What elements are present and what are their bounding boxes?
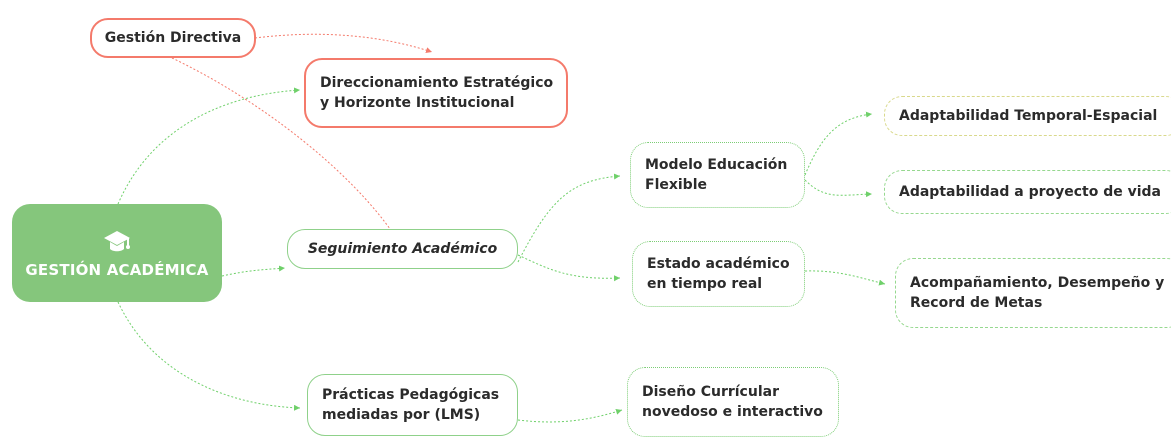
node-label-line-2: y Horizonte Institucional	[320, 95, 515, 111]
node-label-line-2: en tiempo real	[647, 276, 763, 292]
node-diseno-curricular[interactable]: Diseño Currícular novedoso e interactivo	[627, 367, 839, 437]
link-root-practicas	[117, 301, 301, 411]
node-label: Seguimiento Académico	[307, 241, 498, 257]
link-modelo-proyecto	[804, 179, 873, 198]
root-label: GESTIÓN ACADÉMICA	[25, 261, 209, 279]
node-label: Adaptabilidad Temporal-Espacial	[899, 108, 1158, 124]
link-directiva-direccionamiento	[254, 33, 433, 53]
node-label-line-1: Acompañamiento, Desempeño y	[910, 275, 1165, 291]
link-root-direccionamiento	[117, 87, 301, 205]
node-label-line-2: novedoso e interactivo	[642, 404, 823, 420]
node-label-line-1: Modelo Educación	[645, 157, 788, 173]
link-modelo-temporal	[804, 111, 873, 176]
node-label-line-2: mediadas por (LMS)	[322, 407, 481, 423]
link-seguimiento-estado	[517, 254, 621, 282]
node-label-line-1: Direccionamiento Estratégico	[320, 75, 554, 91]
node-label: Gestión Directiva	[104, 30, 242, 46]
node-estado-academico[interactable]: Estado académico en tiempo real	[632, 241, 805, 307]
node-label-line-1: Estado académico	[647, 256, 790, 272]
link-practicas-diseno	[517, 408, 623, 423]
node-adaptabilidad-temporal[interactable]: Adaptabilidad Temporal-Espacial	[884, 96, 1171, 136]
link-estado-acompanamiento	[804, 270, 886, 286]
node-direccionamiento[interactable]: Direccionamiento Estratégico y Horizonte…	[304, 58, 568, 128]
node-label-line-1: Prácticas Pedagógicas	[322, 387, 500, 403]
node-seguimiento-academico[interactable]: Seguimiento Académico	[287, 229, 518, 269]
node-label-line-2: Record de Metas	[910, 295, 1043, 311]
node-label: Adaptabilidad a proyecto de vida	[899, 184, 1162, 200]
node-label-line-1: Diseño Currícular	[642, 384, 779, 400]
graduation-cap-icon	[104, 231, 130, 252]
link-root-seguimiento	[221, 265, 286, 277]
root-node-gestion-academica[interactable]: GESTIÓN ACADÉMICA	[12, 204, 222, 302]
node-modelo-educacion-flexible[interactable]: Modelo Educación Flexible	[630, 142, 805, 208]
node-label-line-2: Flexible	[645, 177, 708, 193]
node-acompanamiento[interactable]: Acompañamiento, Desempeño y Record de Me…	[895, 258, 1171, 328]
node-practicas-pedagogicas[interactable]: Prácticas Pedagógicas mediadas por (LMS)	[307, 374, 518, 436]
node-gestion-directiva[interactable]: Gestión Directiva	[90, 18, 256, 58]
link-seguimiento-modelo	[517, 173, 621, 263]
node-adaptabilidad-proyecto[interactable]: Adaptabilidad a proyecto de vida	[884, 170, 1171, 214]
